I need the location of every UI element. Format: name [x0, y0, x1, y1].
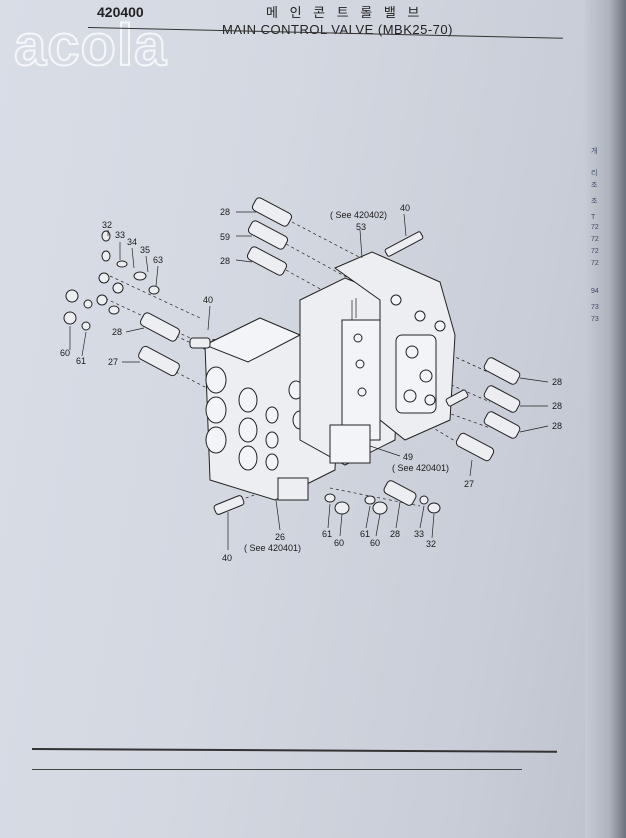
edge-fragment: 리	[591, 170, 598, 177]
callout-28: 28	[390, 529, 400, 539]
callout-26: 26	[275, 532, 285, 542]
callout-27: 27	[464, 479, 474, 489]
callout-35: 35	[140, 245, 150, 255]
callout-53: 53	[356, 222, 366, 232]
callout-28: 28	[220, 207, 230, 217]
edge-fragment: 73	[591, 316, 599, 323]
exploded-valve-diagram: 28 59 28 ( See 420402) 53 40 32 33 34 35…	[60, 197, 562, 563]
callout-40: 40	[203, 295, 213, 305]
top-cartridges	[246, 197, 424, 276]
callout-49: 49	[403, 452, 413, 462]
callout-60: 60	[334, 538, 344, 548]
bottom-parts	[213, 480, 441, 515]
callout-61: 61	[76, 356, 86, 366]
callout-27: 27	[108, 357, 118, 367]
valve-block-middle	[299, 277, 401, 466]
callout-61: 61	[360, 529, 370, 539]
left-cartridges	[63, 230, 211, 377]
callout-40: 40	[400, 203, 410, 213]
callout-28: 28	[220, 256, 230, 266]
callout-61: 61	[322, 529, 332, 539]
adjacent-page-edge: 개 리 조 조 T 72 72 72 72 94 73 73	[585, 0, 626, 838]
callout-60: 60	[60, 348, 70, 358]
edge-fragment: 조	[591, 198, 598, 205]
edge-fragment: 94	[591, 288, 599, 295]
callout-33: 33	[115, 230, 125, 240]
edge-fragment: 72	[591, 224, 599, 231]
callout-28: 28	[552, 377, 562, 387]
callout-60: 60	[370, 538, 380, 548]
page-title-korean: 메 인 콘 트 롤 밸 브	[266, 5, 424, 20]
right-cartridges	[445, 357, 521, 462]
callout-28: 28	[552, 401, 562, 411]
callout-40: 40	[222, 553, 232, 563]
callout-33: 33	[414, 529, 424, 539]
edge-fragment: 73	[591, 304, 599, 311]
callout-32: 32	[102, 220, 112, 230]
footer-rule-thin	[32, 769, 522, 770]
edge-fragment: 개	[591, 148, 598, 155]
edge-fragment: T	[591, 214, 596, 221]
see-reference: ( See 420401)	[244, 543, 301, 553]
leader-lines	[69, 211, 549, 550]
callout-34: 34	[127, 237, 137, 247]
edge-fragment: 72	[591, 236, 599, 243]
callout-28: 28	[552, 421, 562, 431]
callout-28: 28	[112, 327, 122, 337]
edge-fragment: 조	[591, 182, 598, 189]
page-code: 420400	[97, 4, 144, 20]
callout-63: 63	[153, 255, 163, 265]
see-reference: ( See 420401)	[392, 463, 449, 473]
callout-32: 32	[426, 539, 436, 549]
edge-fragment: 72	[591, 248, 599, 255]
callout-59: 59	[220, 232, 230, 242]
valve-block-rear	[333, 251, 456, 441]
watermark-logo: acola	[13, 12, 168, 79]
see-reference: ( See 420402)	[330, 210, 387, 220]
edge-fragment: 72	[591, 260, 599, 267]
callout-labels: 28 59 28 ( See 420402) 53 40 32 33 34 35…	[60, 203, 562, 563]
